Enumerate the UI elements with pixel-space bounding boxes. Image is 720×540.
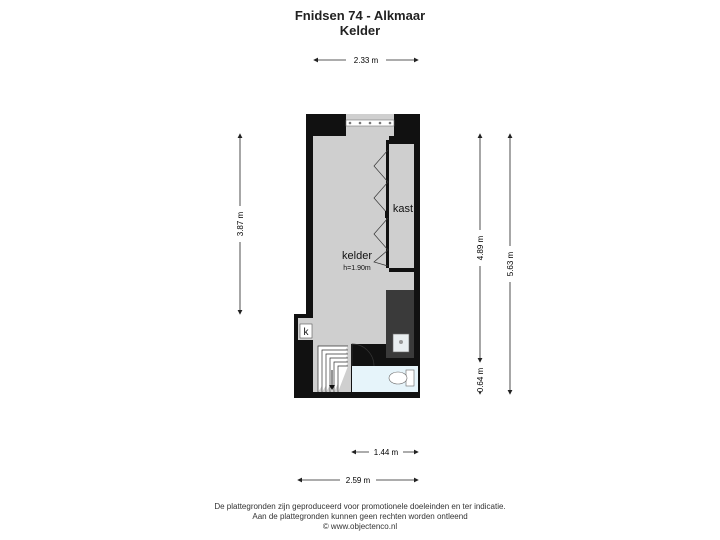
dimension-left-label: 3.87 m bbox=[236, 211, 245, 236]
room-label-kast: kast bbox=[393, 203, 413, 215]
plan-title: Fnidsen 74 - Alkmaar bbox=[294, 8, 426, 23]
dimension-bottom-inner-label: 1.44 m bbox=[374, 448, 399, 457]
dimension-top: 2.33 m bbox=[313, 53, 419, 66]
sink-icon bbox=[392, 333, 410, 353]
floor-name: Kelder bbox=[339, 23, 381, 38]
dimension-bottom-outer-label: 2.59 m bbox=[346, 476, 371, 485]
dimension-top-label: 2.33 m bbox=[354, 56, 379, 65]
dimension-right-outer-label: 5.63 m bbox=[506, 251, 515, 276]
dimension-right-outer: 5.63 m bbox=[503, 133, 517, 395]
dimension-bottom-inner: 1.44 m bbox=[351, 446, 419, 458]
toilet-icon bbox=[388, 369, 415, 387]
dimension-bottom-outer: 2.59 m bbox=[297, 474, 419, 486]
disclaimer-line-1: De plattegronden zijn geproduceerd voor … bbox=[214, 502, 506, 511]
stairs bbox=[317, 345, 348, 392]
dimension-right-lower-label: 0.64 m bbox=[476, 367, 485, 392]
kelder-floor bbox=[313, 136, 389, 344]
room-height-kelder: h=1.90m bbox=[343, 265, 371, 272]
door-arc bbox=[351, 343, 375, 367]
wardrobe-doors bbox=[373, 149, 389, 267]
dimension-left: 3.87 m bbox=[233, 133, 247, 315]
kast-area bbox=[389, 144, 414, 268]
room-label-k: k bbox=[304, 327, 310, 338]
dimension-right-inner-label: 4.89 m bbox=[476, 235, 485, 260]
disclaimer-line-2: Aan de plattegronden kunnen geen rechten… bbox=[252, 512, 468, 521]
room-label-kelder: kelder bbox=[342, 250, 372, 262]
k-storage bbox=[299, 323, 313, 339]
dimension-right-inner: 4.89 m 0.64 m bbox=[473, 133, 487, 395]
copyright-link[interactable]: © www.objectenco.nl bbox=[322, 522, 398, 531]
